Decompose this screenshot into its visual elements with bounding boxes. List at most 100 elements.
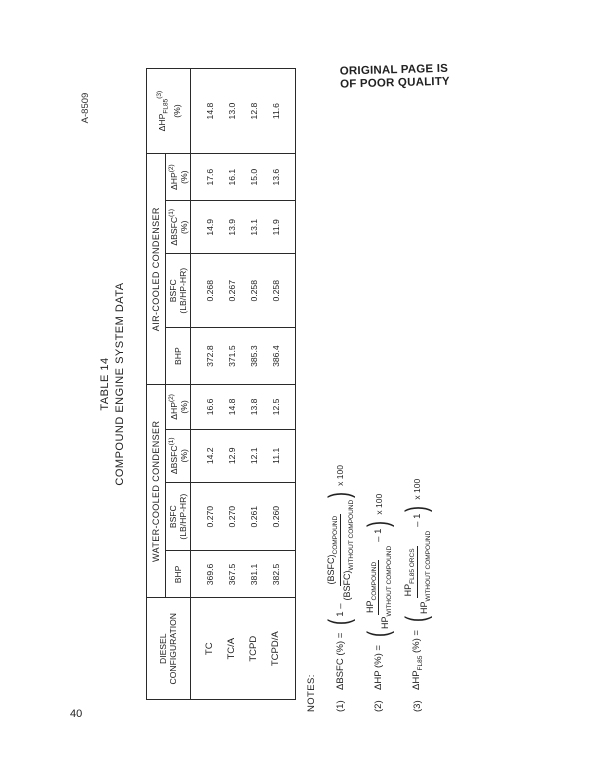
cell: 372.8 <box>204 345 215 367</box>
w-dbsfc-note: (1) <box>167 437 175 446</box>
header-row-group: DIESEL CONFIGURATION WATER-COOLED CONDEN… <box>146 68 191 700</box>
numerator: (BSFC)COMPOUND <box>326 513 341 587</box>
config-header-line1: DIESEL <box>158 633 169 665</box>
table-body-row: TC TC/A TCPD TCPD/A 369.6 367.5 381.1 38… <box>190 68 296 700</box>
w-dhp-note: (2) <box>167 394 175 403</box>
air-cooled-group-header: AIR-COOLED CONDENSER <box>146 153 166 385</box>
cell: 17.6 <box>204 168 215 186</box>
cell: 14.8 <box>226 398 237 416</box>
table-title: TABLE 14 COMPOUND ENGINE SYSTEM DATA <box>98 68 128 700</box>
note-number: (3) <box>411 700 423 712</box>
note-lhs: ΔHPFL85 (%) = <box>411 630 424 690</box>
note-2: (2) ΔHP (%) = ( HPCOMPOUND HPWITHOUT COM… <box>361 332 395 712</box>
note-multiplier: x 100 <box>335 465 346 486</box>
right-paren: ) <box>400 505 434 512</box>
a-bsfc-unit: (LB/HP-HR) <box>177 267 188 314</box>
cell: 13.8 <box>248 398 259 416</box>
a-dbsfc-unit: (%) <box>178 220 189 234</box>
w-bsfc-label: BSFC <box>167 505 178 529</box>
a-dhp-note: (2) <box>167 164 175 173</box>
notes-title: NOTES: <box>306 674 317 712</box>
cell: 13.1 <box>248 218 259 236</box>
note-1: (1) ΔBSFC (%) = ( 1 – (BSFC)COMPOUND (BS… <box>323 332 357 712</box>
cell: 14.9 <box>204 218 215 236</box>
a-dbsfc-column: 14.9 13.9 13.1 11.9 <box>190 200 296 254</box>
config-tc: TC <box>203 642 215 656</box>
note-lhs-sub: FL85 <box>416 655 424 671</box>
cell: 14.2 <box>204 447 215 465</box>
cell: 16.6 <box>204 398 215 416</box>
cell: 13.0 <box>226 102 237 120</box>
numerator-text: HP <box>364 600 375 614</box>
cell: 0.267 <box>226 280 237 302</box>
w-bsfc-column: 0.270 0.270 0.261 0.260 <box>190 482 296 551</box>
cell: 13.9 <box>226 218 237 236</box>
denominator-sub: WITHOUT COMPOUND <box>347 499 355 571</box>
table-number: TABLE 14 <box>99 357 111 411</box>
w-bhp-header: BHP <box>165 550 191 598</box>
cell: 11.6 <box>270 103 281 120</box>
note-multiplier: x 100 <box>412 478 423 500</box>
config-tcpd-a: TCPD/A <box>269 631 281 667</box>
numerator: HPFL85 ORCS <box>403 546 418 599</box>
cell: 0.270 <box>204 505 215 528</box>
cell: 0.258 <box>248 280 259 302</box>
fraction: HPFL85 ORCS HPWITHOUT COMPOUND <box>403 531 432 614</box>
cell: 386.4 <box>270 345 281 367</box>
note-trail: – 1 <box>373 528 385 542</box>
stamp-line-2: OF POOR QUALITY <box>340 75 451 91</box>
dhp-fl85-header: ΔHPFL85(3) (%) <box>146 68 191 154</box>
dhp-fl85-label: ΔHP <box>156 113 167 132</box>
cell: 12.5 <box>270 398 281 416</box>
cell: 0.260 <box>270 505 281 528</box>
note-number: (2) <box>373 700 385 712</box>
note-3: (3) ΔHPFL85 (%) = ( HPFL85 ORCS HPWITHOU… <box>400 332 434 712</box>
right-paren: ) <box>361 520 395 527</box>
cell: 14.8 <box>204 102 215 120</box>
left-paren: ( <box>361 631 395 638</box>
denominator-text: HP <box>380 616 391 630</box>
w-dbsfc-column: 14.2 12.9 12.1 11.1 <box>190 429 296 483</box>
numerator-sub: FL85 ORCS <box>408 548 416 584</box>
a-dbsfc-note: (1) <box>167 208 175 217</box>
cell: 369.6 <box>204 563 215 586</box>
cell: 371.5 <box>226 345 237 367</box>
cell: 0.261 <box>248 505 259 528</box>
a-bsfc-column: 0.268 0.267 0.258 0.258 <box>190 253 296 328</box>
note-number: (1) <box>334 700 346 712</box>
denominator: HPWITHOUT COMPOUND <box>379 546 393 629</box>
fraction: (BSFC)COMPOUND (BSFC) WITHOUT COMPOUND <box>326 499 355 600</box>
numerator-text: (BSFC) <box>326 554 336 585</box>
w-dhp-label: ΔHP <box>168 402 179 420</box>
cell: 0.258 <box>270 280 281 302</box>
denominator-text: HP <box>418 601 429 615</box>
dhp-fl85-unit: (%) <box>171 104 182 118</box>
w-bhp-column: 369.6 367.5 381.1 382.5 <box>190 550 296 598</box>
a-dhp-header: ΔHP(2)(%) <box>165 153 191 201</box>
dhp-fl85-sub: FL85 <box>162 98 170 114</box>
cell: 0.270 <box>226 505 237 528</box>
water-cooled-group-header: WATER-COOLED CONDENSER <box>146 384 166 598</box>
table-caption: COMPOUND ENGINE SYSTEM DATA <box>114 282 126 486</box>
compound-engine-table: DIESEL CONFIGURATION WATER-COOLED CONDEN… <box>146 68 296 700</box>
document-id: A-8509 <box>80 92 91 124</box>
config-tcpd: TCPD <box>247 635 259 662</box>
poor-quality-stamp: ORIGINAL PAGE IS OF POOR QUALITY <box>340 62 461 91</box>
config-column: TC TC/A TCPD TCPD/A <box>190 597 296 700</box>
cell: 12.9 <box>226 447 237 465</box>
a-dbsfc-label: ΔBSFC <box>168 216 179 246</box>
denominator-sub: WITHOUT COMPOUND <box>386 545 394 617</box>
notes-section: NOTES: (1) ΔBSFC (%) = ( 1 – (BSFC)COMPO… <box>306 332 442 712</box>
note-lhs-text: ΔHP <box>411 670 423 690</box>
w-bsfc-header: BSFC(LB/HP-HR) <box>165 482 191 551</box>
cell: 0.268 <box>204 280 215 302</box>
cell: 12.8 <box>248 102 259 120</box>
note-trail: – 1 <box>411 513 423 527</box>
left-paren: ( <box>323 618 357 625</box>
a-bhp-header: BHP <box>165 327 191 385</box>
cell: 12.1 <box>248 447 259 465</box>
config-tc-a: TC/A <box>225 637 237 660</box>
a-bsfc-label: BSFC <box>167 279 178 303</box>
cell: 381.1 <box>248 563 259 586</box>
note-lhs: ΔHP (%) = <box>373 645 385 690</box>
